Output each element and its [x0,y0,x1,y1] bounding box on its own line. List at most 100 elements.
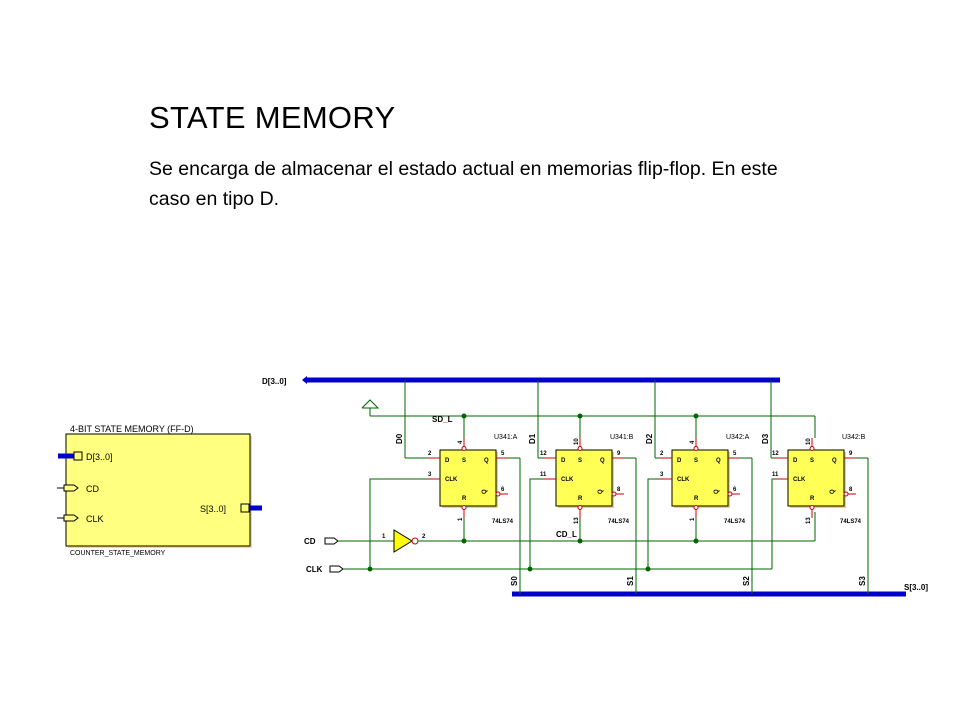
ff-pin-label-d: D [445,458,450,464]
sd-line [361,399,816,438]
ff-part: 74LS74 [492,519,514,525]
ff-pin-label-d: D [561,458,566,464]
ff-pin-label-qn: Q [598,489,604,494]
port-clk-label: CLK [306,565,323,574]
junction-dots [367,413,699,572]
ff-pin-label-r: R [810,496,815,502]
s-net-label-2: S2 [742,576,751,586]
ff-pin-num-clk: 3 [660,472,664,478]
ff-pin-label-s: S [694,458,698,464]
ff-pin-num-s: 4 [690,440,696,444]
d-net-label-3: D3 [761,433,770,444]
ff-pin-num-q: 5 [733,451,737,457]
port-cd-label: CD [304,537,316,546]
ff-pin-label-clk: CLK [793,477,806,483]
d-net-label-0: D0 [395,433,404,444]
ff-pin-num-clk: 3 [428,472,432,478]
input-bus-arrow [302,376,307,384]
inverter-pin-in: 1 [382,534,386,540]
ff-pin-num-q: 9 [617,451,621,457]
d-net-label-2: D2 [645,433,654,444]
slide-description: Se encarga de almacenar el estado actual… [149,158,778,210]
ff-pin-num-r: 13 [574,517,580,524]
ff-pin-label-r: R [462,496,467,502]
ff-pin-label-clk: CLK [445,477,458,483]
s-net-label-0: S0 [510,576,519,586]
ff-ref: U342:B [842,434,866,441]
ff-pin-num-q: 5 [501,451,505,457]
ff-pin-num-s: 10 [574,438,580,445]
ff-pin-num-d: 12 [540,451,547,457]
flipflop-body [787,449,845,507]
s-net-label-3: S3 [858,576,867,586]
block-symbol-footer: COUNTER_STATE_MEMORY [70,550,166,557]
block-label-clk: CLK [86,514,104,524]
ff-pin-label-d: D [793,458,798,464]
ff-pin-num-r: 1 [690,517,696,521]
block-pin-s-marker [240,503,250,513]
s-net-label-1: S1 [626,576,635,586]
ff-pin-num-s: 10 [806,438,812,445]
ff-part: 74LS74 [608,519,630,525]
ff-pin-label-r: R [694,496,699,502]
output-bus-label: S[3..0] [904,583,928,592]
block-port-clk-arrow [63,514,79,522]
flipflop-body [439,449,497,507]
inverter-bubble [411,537,419,545]
ff-pin-label-q: Q [600,458,605,464]
inverter-pin-out: 2 [422,534,426,540]
ff-pin-num-clk: 11 [540,472,547,478]
ff-pin-label-q: Q [832,458,837,464]
ff-pin-label-qn: Q [482,489,488,494]
ff-pin-num-s: 4 [458,440,464,444]
ff-pin-label-clk: CLK [561,477,574,483]
ff-pin-num-d: 2 [428,451,432,457]
d-net-labels: D0 D1 D2 D3 [395,433,770,444]
port-cd-arrow [324,537,339,545]
ff-pin-label-r: R [578,496,583,502]
ff-pin-label-clk: CLK [677,477,690,483]
cd-net-label: CD_L [556,530,577,539]
ff-ref: U341:B [610,434,634,441]
flipflop-1: D S Q CLK R Q 12 11 9 8 10 13 U341:B 74L… [540,434,634,525]
flipflop-2: D S Q CLK R Q 2 3 5 6 4 1 U342:A 74LS74 [660,434,750,525]
flipflop-body [555,449,613,507]
ff-pin-num-r: 13 [806,517,812,524]
ff-pin-label-d: D [677,458,682,464]
s-net-labels: S0 S1 S2 S3 [510,576,867,586]
d-net-label-1: D1 [528,433,537,444]
ff-pin-label-qn: Q [714,489,720,494]
ff-pin-num-qn: 8 [849,487,853,493]
block-pin-d-marker [73,451,83,461]
ff-pin-label-qn: Q [830,489,836,494]
ff-pin-label-q: Q [484,458,489,464]
d-tap-wires [404,380,788,459]
flipflop-0: D S Q CLK R Q 2 3 5 6 4 1 U341:A 74LS74 [428,434,518,525]
block-symbol-title: 4-BIT STATE MEMORY (FF-D) [70,424,194,434]
block-symbol: 4-BIT STATE MEMORY (FF-D) COUNTER_STATE_… [57,424,262,557]
ff-ref: U341:A [494,434,518,441]
ff-pin-num-qn: 6 [733,487,737,493]
block-label-cd: CD [86,484,99,494]
block-port-cd-arrow [63,484,79,492]
ff-ref: U342:A [726,434,750,441]
ff-pin-num-d: 2 [660,451,664,457]
slide-title: STATE MEMORY [149,100,396,135]
flipflop-3: D S Q CLK R Q 12 11 9 8 10 13 U342:B 74L… [772,434,866,525]
ff-pin-num-d: 12 [772,451,779,457]
ff-pin-label-q: Q [716,458,721,464]
ff-pin-label-s: S [462,458,466,464]
ff-pin-label-s: S [810,458,814,464]
ff-pin-num-qn: 8 [617,487,621,493]
block-label-s: S[3..0] [200,504,226,514]
block-label-d: D[3..0] [86,452,113,462]
sd-net-label: SD_L [432,415,453,424]
ff-pin-label-s: S [578,458,582,464]
ff-part: 74LS74 [840,519,862,525]
inverter-symbol [393,529,413,553]
input-bus-label: D[3..0] [262,377,287,386]
ff-pin-num-q: 9 [849,451,853,457]
port-clk-arrow [329,565,344,573]
ff-pin-num-clk: 11 [772,472,779,478]
